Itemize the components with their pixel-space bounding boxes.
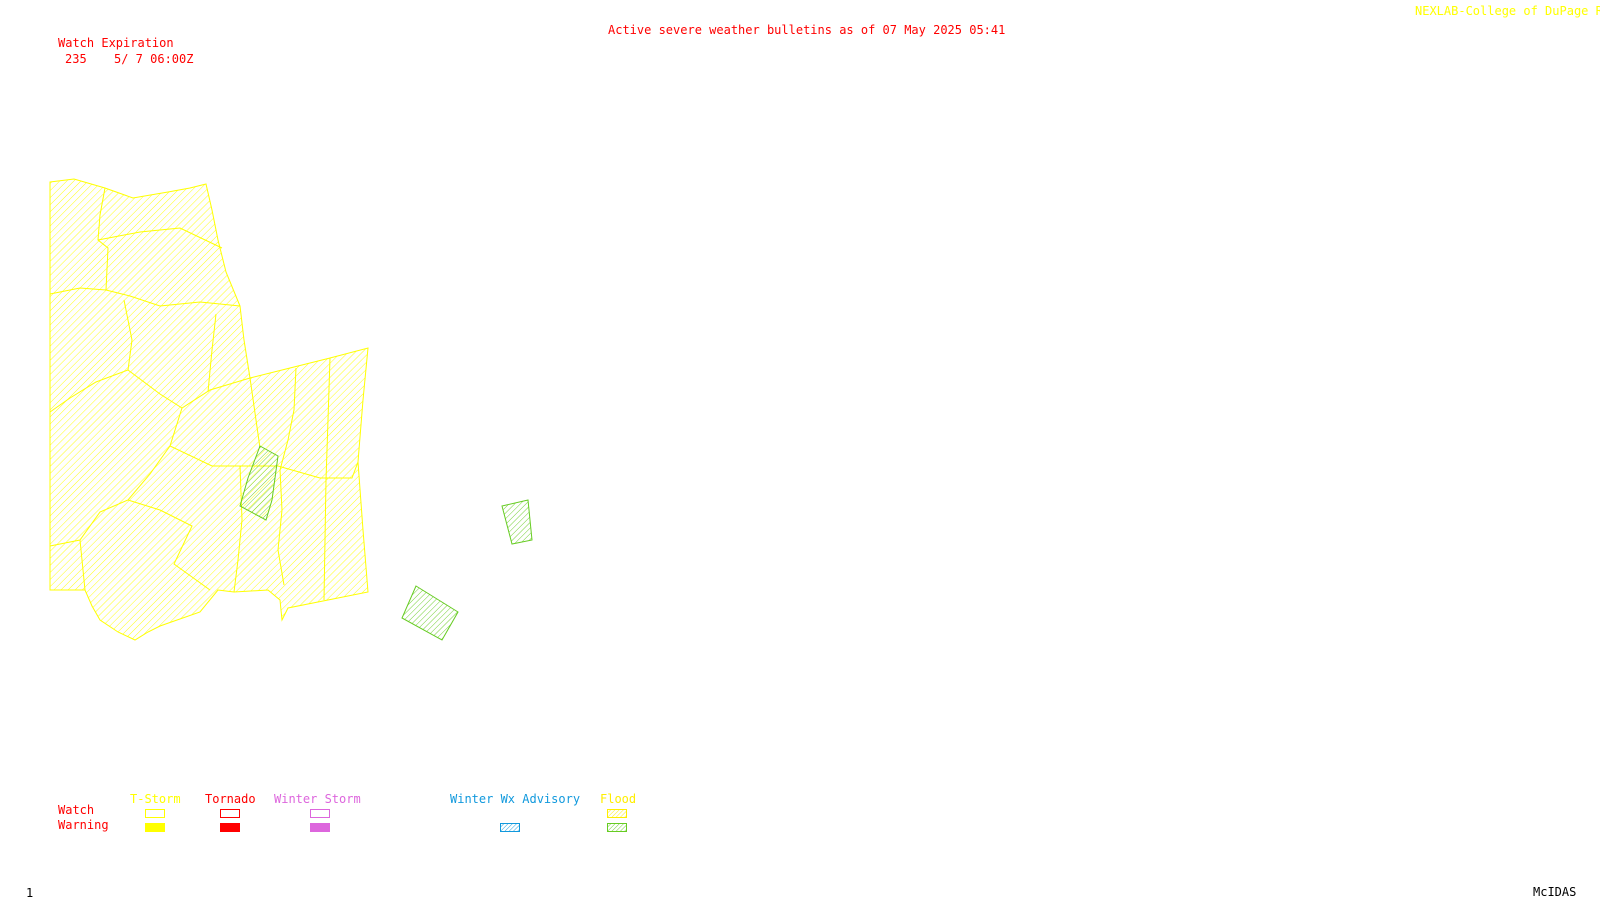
frame-number: 1 (26, 886, 34, 900)
winter-wx-advisory-swatch (500, 823, 520, 832)
flood-warning-swatch (607, 823, 627, 832)
flood-warning-polygon (401, 585, 459, 641)
flood-watch-swatch (607, 809, 627, 818)
flood-warnings (239, 445, 533, 641)
legend-tornado-label: Tornado (205, 792, 256, 806)
tstorm-watch-swatch (145, 809, 165, 818)
flood-warning-polygon (239, 445, 279, 521)
watch-expiration-heading: Watch Expiration (58, 36, 174, 50)
watch-expiration-time: 5/ 7 06:00Z (114, 52, 194, 66)
legend-winter-storm-label: Winter Storm (274, 792, 361, 806)
tornado-warning-swatch (220, 823, 240, 832)
watch-number: 235 (65, 52, 87, 66)
winter-storm-watch-swatch (310, 809, 330, 818)
legend-flood-label: Flood (600, 792, 637, 806)
flood-warning-polygon (501, 499, 533, 545)
watch-area (49, 178, 369, 641)
watch-area-outline (49, 178, 369, 641)
legend-row-warning: Warning (58, 818, 109, 832)
legend-winter-wx-advisory-label: Winter Wx Advisory (450, 792, 581, 806)
tstorm-warning-swatch (145, 823, 165, 832)
legend-tstorm-label: T-Storm (130, 792, 181, 806)
winter-storm-warning-swatch (310, 823, 330, 832)
credit-label: NEXLAB-College of DuPage R (1415, 4, 1600, 18)
legend-row-watch: Watch (58, 803, 95, 817)
software-label: McIDAS (1533, 885, 1577, 899)
bulletin-title: Active severe weather bulletins as of 07… (608, 23, 1006, 37)
tornado-watch-swatch (220, 809, 240, 818)
